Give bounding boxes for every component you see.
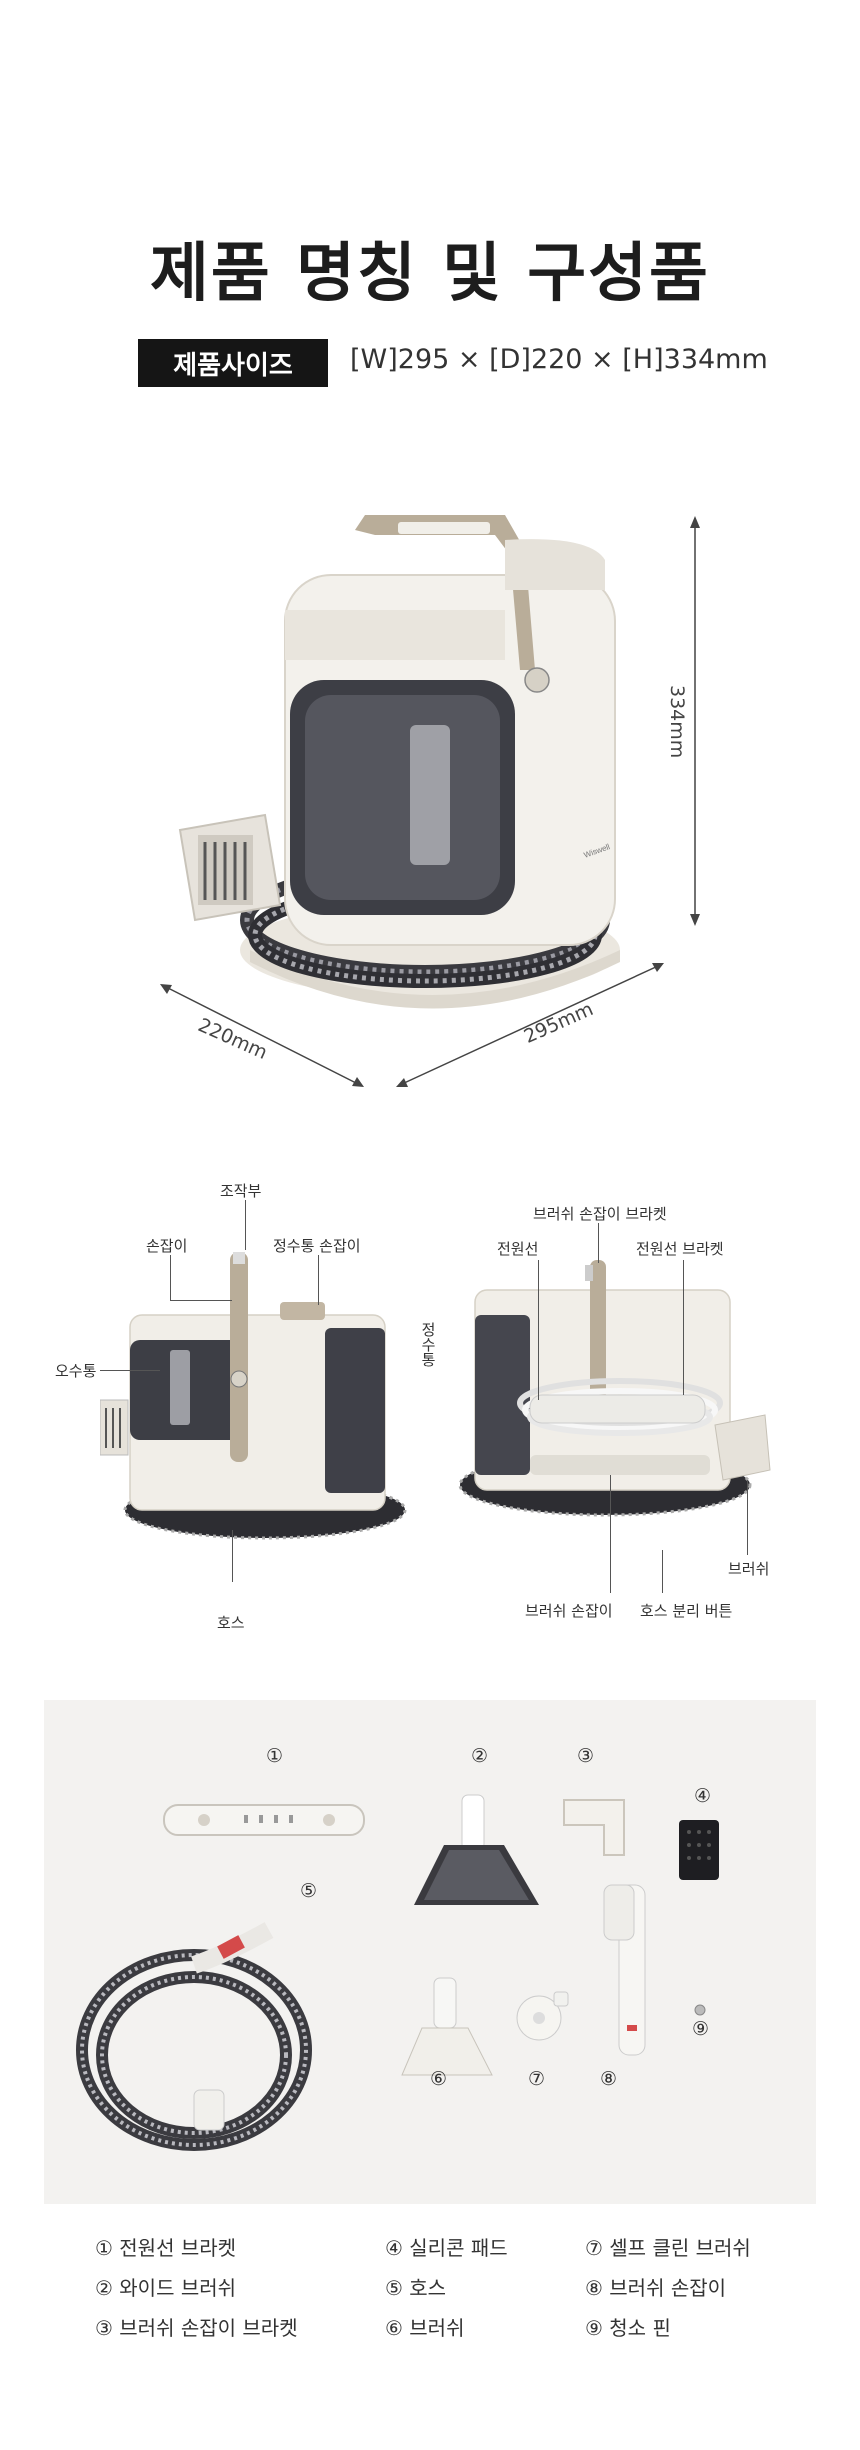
- component-number-5: ⑤: [300, 1880, 318, 1902]
- leader-handle-h: [170, 1300, 232, 1301]
- back-brush: [714, 1414, 771, 1481]
- back-view-illustration: [458, 1260, 771, 1517]
- component-silicone-pad: [679, 1820, 719, 1880]
- brush-handle-rail: [530, 1455, 710, 1475]
- component-brush-handle-bracket: [563, 1799, 625, 1856]
- component-hose-end: [193, 2089, 225, 2131]
- leader-brush-handle-bracket: [598, 1223, 599, 1263]
- label-hose-release: 호스 분리 버튼: [640, 1602, 733, 1620]
- height-dimension-label: 334mm: [666, 685, 688, 759]
- back-tank: [475, 1315, 530, 1475]
- component-brush: [401, 1977, 493, 2076]
- label-handle: 손잡이: [146, 1237, 188, 1255]
- size-text: [W]295 × [D]220 × [H]334mm: [350, 344, 768, 375]
- label-control: 조작부: [220, 1182, 262, 1200]
- legend-item-7: ⑦ 셀프 클린 브러쉬: [585, 2236, 751, 2260]
- leader-handle-v: [170, 1255, 171, 1300]
- leader-hose: [232, 1530, 233, 1582]
- component-power-cord-bracket: [163, 1804, 365, 1836]
- label-power-cord: 전원선: [497, 1240, 539, 1258]
- legend-item-1: ① 전원선 브라켓: [95, 2236, 237, 2260]
- main-product-illustration: Wiswell: [160, 515, 700, 1087]
- legend-item-6: ⑥ 브러쉬: [385, 2316, 465, 2340]
- leader-clean-tank-handle: [318, 1255, 319, 1305]
- leader-power-cord-bracket: [683, 1260, 684, 1395]
- leader-control: [245, 1200, 246, 1250]
- front-handle: [230, 1252, 248, 1462]
- component-brush-handle: [603, 1884, 646, 2056]
- label-hose: 호스: [217, 1614, 245, 1632]
- size-badge: 제품사이즈: [138, 339, 328, 387]
- component-wide-brush: [414, 1794, 539, 1905]
- carry-handle: [355, 515, 535, 670]
- label-power-cord-bracket: 전원선 브라켓: [636, 1240, 724, 1258]
- component-number-6: ⑥: [430, 2068, 448, 2090]
- label-clean-tank: 정수통: [419, 1322, 437, 1367]
- power-cord-bracket: [529, 1394, 706, 1424]
- back-handle: [590, 1260, 606, 1400]
- side-brush: [178, 813, 282, 922]
- leader-power-cord: [538, 1260, 539, 1400]
- power-cord-coil: [517, 1378, 723, 1436]
- height-dimension-line: [690, 516, 700, 926]
- legend-item-8: ⑧ 브러쉬 손잡이: [585, 2276, 727, 2300]
- front-clean-tank: [325, 1328, 385, 1493]
- label-brush-handle: 브러쉬 손잡이: [525, 1602, 613, 1620]
- label-clean-tank-handle: 정수통 손잡이: [273, 1237, 361, 1255]
- leader-brush: [747, 1480, 748, 1555]
- legend-item-5: ⑤ 호스: [385, 2276, 447, 2300]
- leader-brush-handle: [610, 1475, 611, 1593]
- component-number-8: ⑧: [600, 2068, 618, 2090]
- page-title: 제품 명칭 및 구성품: [150, 237, 710, 311]
- legend-item-2: ② 와이드 브러쉬: [95, 2276, 237, 2300]
- label-brush-handle-bracket: 브러쉬 손잡이 브라켓: [533, 1205, 667, 1223]
- legend-item-4: ④ 실리콘 패드: [385, 2236, 508, 2260]
- component-hose: [76, 1922, 312, 2151]
- front-view-illustration: [100, 1252, 407, 1540]
- component-cleaning-pin: [694, 2004, 706, 2016]
- component-number-9: ⑨: [692, 2018, 710, 2040]
- label-dirty-tank: 오수통: [55, 1362, 97, 1380]
- component-self-clean-brush: [516, 1991, 569, 2041]
- component-number-3: ③: [577, 1745, 595, 1767]
- component-number-2: ②: [471, 1745, 489, 1767]
- leader-dirty-tank: [100, 1370, 160, 1371]
- component-number-7: ⑦: [528, 2068, 546, 2090]
- legend-item-9: ⑨ 청소 핀: [585, 2316, 671, 2340]
- leader-hose-release: [662, 1550, 663, 1593]
- label-brush: 브러쉬: [728, 1560, 770, 1578]
- legend-item-3: ③ 브러쉬 손잡이 브라켓: [95, 2316, 298, 2340]
- component-number-4: ④: [694, 1785, 712, 1807]
- depth-dimension-line: [160, 984, 364, 1087]
- components-illustration: [76, 1794, 719, 2151]
- width-dimension-line: [396, 963, 664, 1087]
- component-number-1: ①: [266, 1745, 284, 1767]
